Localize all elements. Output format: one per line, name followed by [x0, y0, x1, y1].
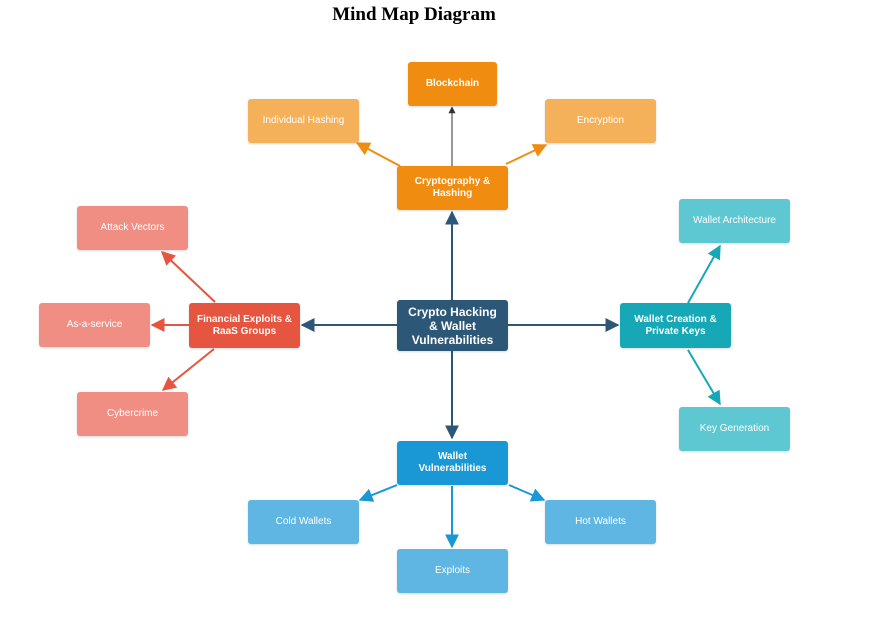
node-wallet-creation[interactable]: Wallet Creation & Private Keys — [620, 303, 731, 348]
node-financial-exploits[interactable]: Financial Exploits & RaaS Groups — [189, 303, 300, 348]
node-blockchain[interactable]: Blockchain — [408, 62, 497, 106]
node-attack-vectors[interactable]: Attack Vectors — [77, 206, 188, 250]
node-as-a-service[interactable]: As-a-service — [39, 303, 150, 347]
node-center[interactable]: Crypto Hacking & Wallet Vulnerabilities — [397, 300, 508, 351]
edge-crypto-encryption — [505, 144, 548, 165]
edge-financial-attack-vectors — [160, 251, 216, 303]
diagram-title: Mind Map Diagram — [332, 4, 496, 25]
node-encryption[interactable]: Encryption — [545, 99, 656, 143]
node-wallet-architecture[interactable]: Wallet Architecture — [679, 199, 790, 243]
node-key-generation[interactable]: Key Generation — [679, 407, 790, 451]
node-wallet-vulnerabilities[interactable]: Wallet Vulnerabilities — [397, 441, 508, 485]
edge-financial-cybercrime — [161, 348, 215, 391]
edge-wv-cold-wallets — [358, 484, 398, 502]
node-exploits[interactable]: Exploits — [397, 549, 508, 593]
node-cybercrime[interactable]: Cybercrime — [77, 392, 188, 436]
node-hot-wallets[interactable]: Hot Wallets — [545, 500, 656, 544]
edge-wv-hot-wallets — [508, 484, 546, 502]
edge-wc-key-generation — [687, 349, 721, 406]
node-individual-hashing[interactable]: Individual Hashing — [248, 99, 359, 143]
node-cold-wallets[interactable]: Cold Wallets — [248, 500, 359, 544]
edge-wc-architecture — [687, 244, 721, 304]
node-cryptography-hashing[interactable]: Cryptography & Hashing — [397, 166, 508, 210]
edge-crypto-individual-hashing — [355, 142, 401, 167]
